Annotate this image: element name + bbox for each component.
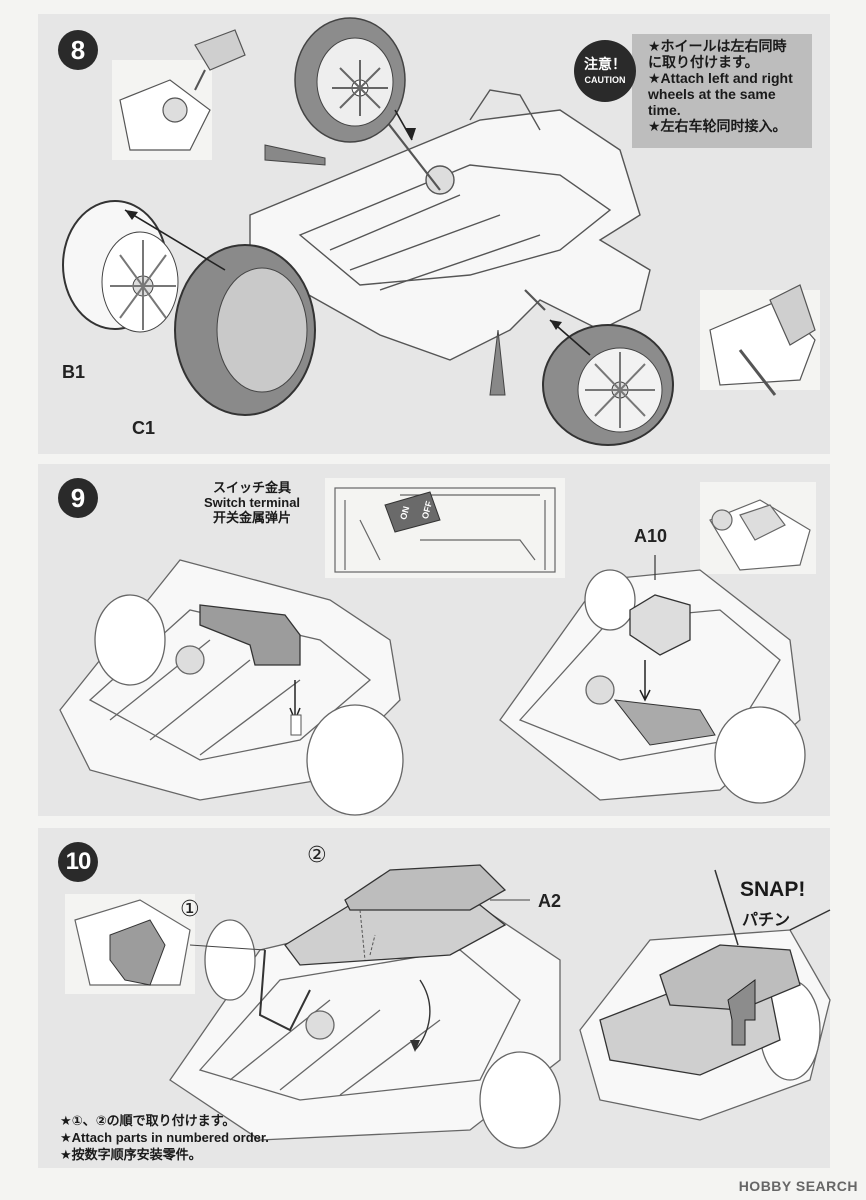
- watermark: HOBBY SEARCH: [738, 1178, 858, 1194]
- caution-text: ★ホイールは左右同時 に取り付けます。 ★Attach left and rig…: [648, 38, 813, 134]
- step-10-notes: ★①、②の順で取り付けます。 ★Attach parts in numbered…: [60, 1112, 269, 1163]
- caution-badge-en: CAUTION: [584, 75, 626, 85]
- caution-line-en3: time.: [648, 102, 681, 118]
- caution-line-jp1: ★ホイールは左右同時: [648, 38, 787, 54]
- step-10-number: 10: [58, 842, 98, 882]
- part-label-a10: A10: [634, 526, 668, 546]
- note-en: ★Attach parts in numbered order.: [60, 1130, 269, 1145]
- switch-terminal-en: Switch terminal: [203, 495, 301, 510]
- caution-line-en2: wheels at the same: [648, 86, 776, 102]
- caution-line-en1: ★Attach left and right: [648, 70, 793, 86]
- snap-label: SNAP!: [740, 878, 806, 901]
- note-cn: ★按数字顺序安装零件。: [60, 1147, 202, 1162]
- part-label-a2: A2: [538, 891, 562, 911]
- step-9-number: 9: [58, 478, 98, 518]
- caution-badge: 注意！ CAUTION: [574, 40, 636, 102]
- step-10-circle-1: ①: [180, 896, 200, 921]
- snap-label-jp: パチン: [742, 912, 791, 929]
- part-label-c1: C1: [132, 418, 156, 438]
- switch-detail-inset: [325, 478, 565, 578]
- caution-line-cn: ★左右车轮同时接入。: [648, 118, 787, 134]
- note-jp: ★①、②の順で取り付けます。: [60, 1113, 236, 1128]
- step-10-circle-2: ②: [307, 842, 327, 867]
- caution-badge-jp: 注意！: [584, 56, 626, 72]
- step-10-inset-left: [65, 894, 195, 994]
- switch-terminal-label: スイッチ金具 Switch terminal 开关金属弹片: [182, 480, 322, 525]
- step-8-number: 8: [58, 30, 98, 70]
- a10-detail-inset: [700, 482, 816, 574]
- switch-terminal-cn: 开关金属弹片: [212, 510, 291, 525]
- switch-terminal-jp: スイッチ金具: [212, 480, 291, 495]
- caution-box: [632, 34, 812, 148]
- caution-line-jp2: に取り付けます。: [648, 54, 759, 70]
- part-label-b1: B1: [62, 362, 86, 382]
